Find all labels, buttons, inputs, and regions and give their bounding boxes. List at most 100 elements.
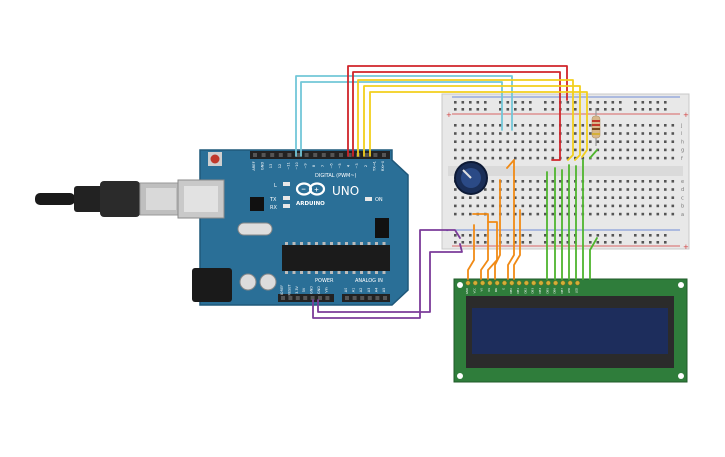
digital-pin-hole[interactable] xyxy=(330,153,335,157)
breadboard-row-label: g xyxy=(681,148,684,154)
lcd-pin[interactable] xyxy=(567,280,573,286)
wire-orange-2 xyxy=(467,224,475,280)
lcd-pin[interactable] xyxy=(509,280,515,286)
power-label: POWER xyxy=(315,278,334,284)
digital-pin-hole[interactable] xyxy=(364,153,369,157)
power-pin-hole[interactable] xyxy=(325,296,330,300)
power-pin-hole[interactable] xyxy=(303,296,308,300)
digital-pin-hole[interactable] xyxy=(287,153,292,157)
analog-pin-hole[interactable] xyxy=(383,296,387,300)
power-pin-label: IOREF xyxy=(280,285,284,295)
wire-yellow-3 xyxy=(369,91,588,158)
digital-pin-hole[interactable] xyxy=(347,153,352,157)
analog-header xyxy=(342,294,390,302)
lcd-pin[interactable] xyxy=(516,280,522,286)
lcd-pin-label: DB6 xyxy=(553,288,557,294)
digital-pin-hole[interactable] xyxy=(382,153,386,157)
rail-plus-label-bottom: + xyxy=(683,243,689,251)
digital-pin-hole[interactable] xyxy=(296,153,300,157)
lcd-pin[interactable] xyxy=(472,280,478,286)
resistor[interactable] xyxy=(591,108,601,146)
analog-pin-hole[interactable] xyxy=(367,296,372,300)
power-pin-label: 3.3V xyxy=(295,285,299,293)
wire-orange-1 xyxy=(472,213,489,280)
power-pin-hole[interactable] xyxy=(310,296,315,300)
digital-pin-hole[interactable] xyxy=(304,153,309,157)
digital-pin-hole[interactable] xyxy=(373,153,378,157)
power-jack xyxy=(192,268,232,302)
lcd-pin-label: RS xyxy=(487,288,491,292)
digital-pin-hole[interactable] xyxy=(321,153,326,157)
wire-red-1 xyxy=(347,65,568,157)
rx-led xyxy=(283,204,290,208)
rail-plus-label-right: + xyxy=(683,111,689,119)
wires xyxy=(295,65,598,319)
lcd-pin[interactable] xyxy=(545,280,551,286)
digital-pin-hole[interactable] xyxy=(278,153,283,157)
analog-pin-label: A3 xyxy=(367,288,371,292)
power-pin-hole[interactable] xyxy=(295,296,300,300)
lcd-pin-label: DB5 xyxy=(545,288,549,294)
breadboard-row-label: f xyxy=(681,156,683,162)
wire-cyan-2 xyxy=(300,81,503,157)
lcd-pin[interactable] xyxy=(487,280,493,286)
lcd-pin[interactable] xyxy=(560,280,566,286)
lcd-pin-header xyxy=(465,280,580,286)
wire-green-7 xyxy=(589,149,598,159)
rx-label: RX xyxy=(270,205,277,211)
lcd-pin[interactable] xyxy=(523,280,529,286)
digital-pin-label: ~9 xyxy=(304,163,308,169)
digital-pin-label: TX→1 xyxy=(372,161,376,172)
digital-pin-label: 7 xyxy=(321,165,325,167)
breadboard-row-label: c xyxy=(681,195,684,201)
wire-yellow-2 xyxy=(363,85,581,161)
lcd-pin[interactable] xyxy=(465,280,471,286)
wire-purple-1 xyxy=(312,229,461,319)
on-led xyxy=(365,197,372,201)
capacitor xyxy=(239,273,257,291)
lcd-pin-label: V0 xyxy=(480,288,484,292)
lcd-pin[interactable] xyxy=(575,280,580,286)
analog-label: ANALOG IN xyxy=(355,278,383,284)
breadboard-row-label: a xyxy=(681,212,684,218)
digital-pin-label: 12 xyxy=(278,164,282,169)
rail-plus-label: + xyxy=(446,111,452,119)
power-pin-hole[interactable] xyxy=(288,296,293,300)
lcd-pin-label: DB4 xyxy=(538,288,542,294)
digital-pin-label: GND xyxy=(261,162,265,170)
digital-pin-hole[interactable] xyxy=(261,153,266,157)
lcd-screen xyxy=(472,308,668,354)
digital-pin-hole[interactable] xyxy=(253,153,257,157)
digital-pin-label: 4 xyxy=(347,164,351,167)
power-pin-hole[interactable] xyxy=(281,296,285,300)
usb-chip xyxy=(250,197,264,211)
lcd-pin-label: DB0 xyxy=(509,288,513,294)
digital-pin-hole[interactable] xyxy=(313,153,318,157)
digital-pin-hole[interactable] xyxy=(270,153,275,157)
lcd-pin[interactable] xyxy=(531,280,537,286)
lcd-pin[interactable] xyxy=(538,280,544,286)
lcd-pin[interactable] xyxy=(480,280,486,286)
digital-pin-label: 2 xyxy=(364,165,368,167)
analog-pin-hole[interactable] xyxy=(352,296,357,300)
lcd-pin[interactable] xyxy=(553,280,559,286)
lcd-pin[interactable] xyxy=(494,280,500,286)
analog-pin-hole[interactable] xyxy=(345,296,349,300)
analog-pin-label: A1 xyxy=(352,288,356,292)
l-led xyxy=(283,182,290,186)
analog-pin-label: A0 xyxy=(344,288,348,292)
svg-text:−: − xyxy=(301,186,306,193)
analog-pin-hole[interactable] xyxy=(375,296,380,300)
power-pin-hole[interactable] xyxy=(318,296,322,300)
lcd-pin[interactable] xyxy=(502,280,507,286)
digital-pin-label: RX←0 xyxy=(381,160,385,171)
capacitor xyxy=(259,273,277,291)
analog-pin-hole[interactable] xyxy=(360,296,365,300)
potentiometer[interactable] xyxy=(454,161,488,195)
usb-cable xyxy=(35,181,181,217)
digital-pin-hole[interactable] xyxy=(339,153,343,157)
